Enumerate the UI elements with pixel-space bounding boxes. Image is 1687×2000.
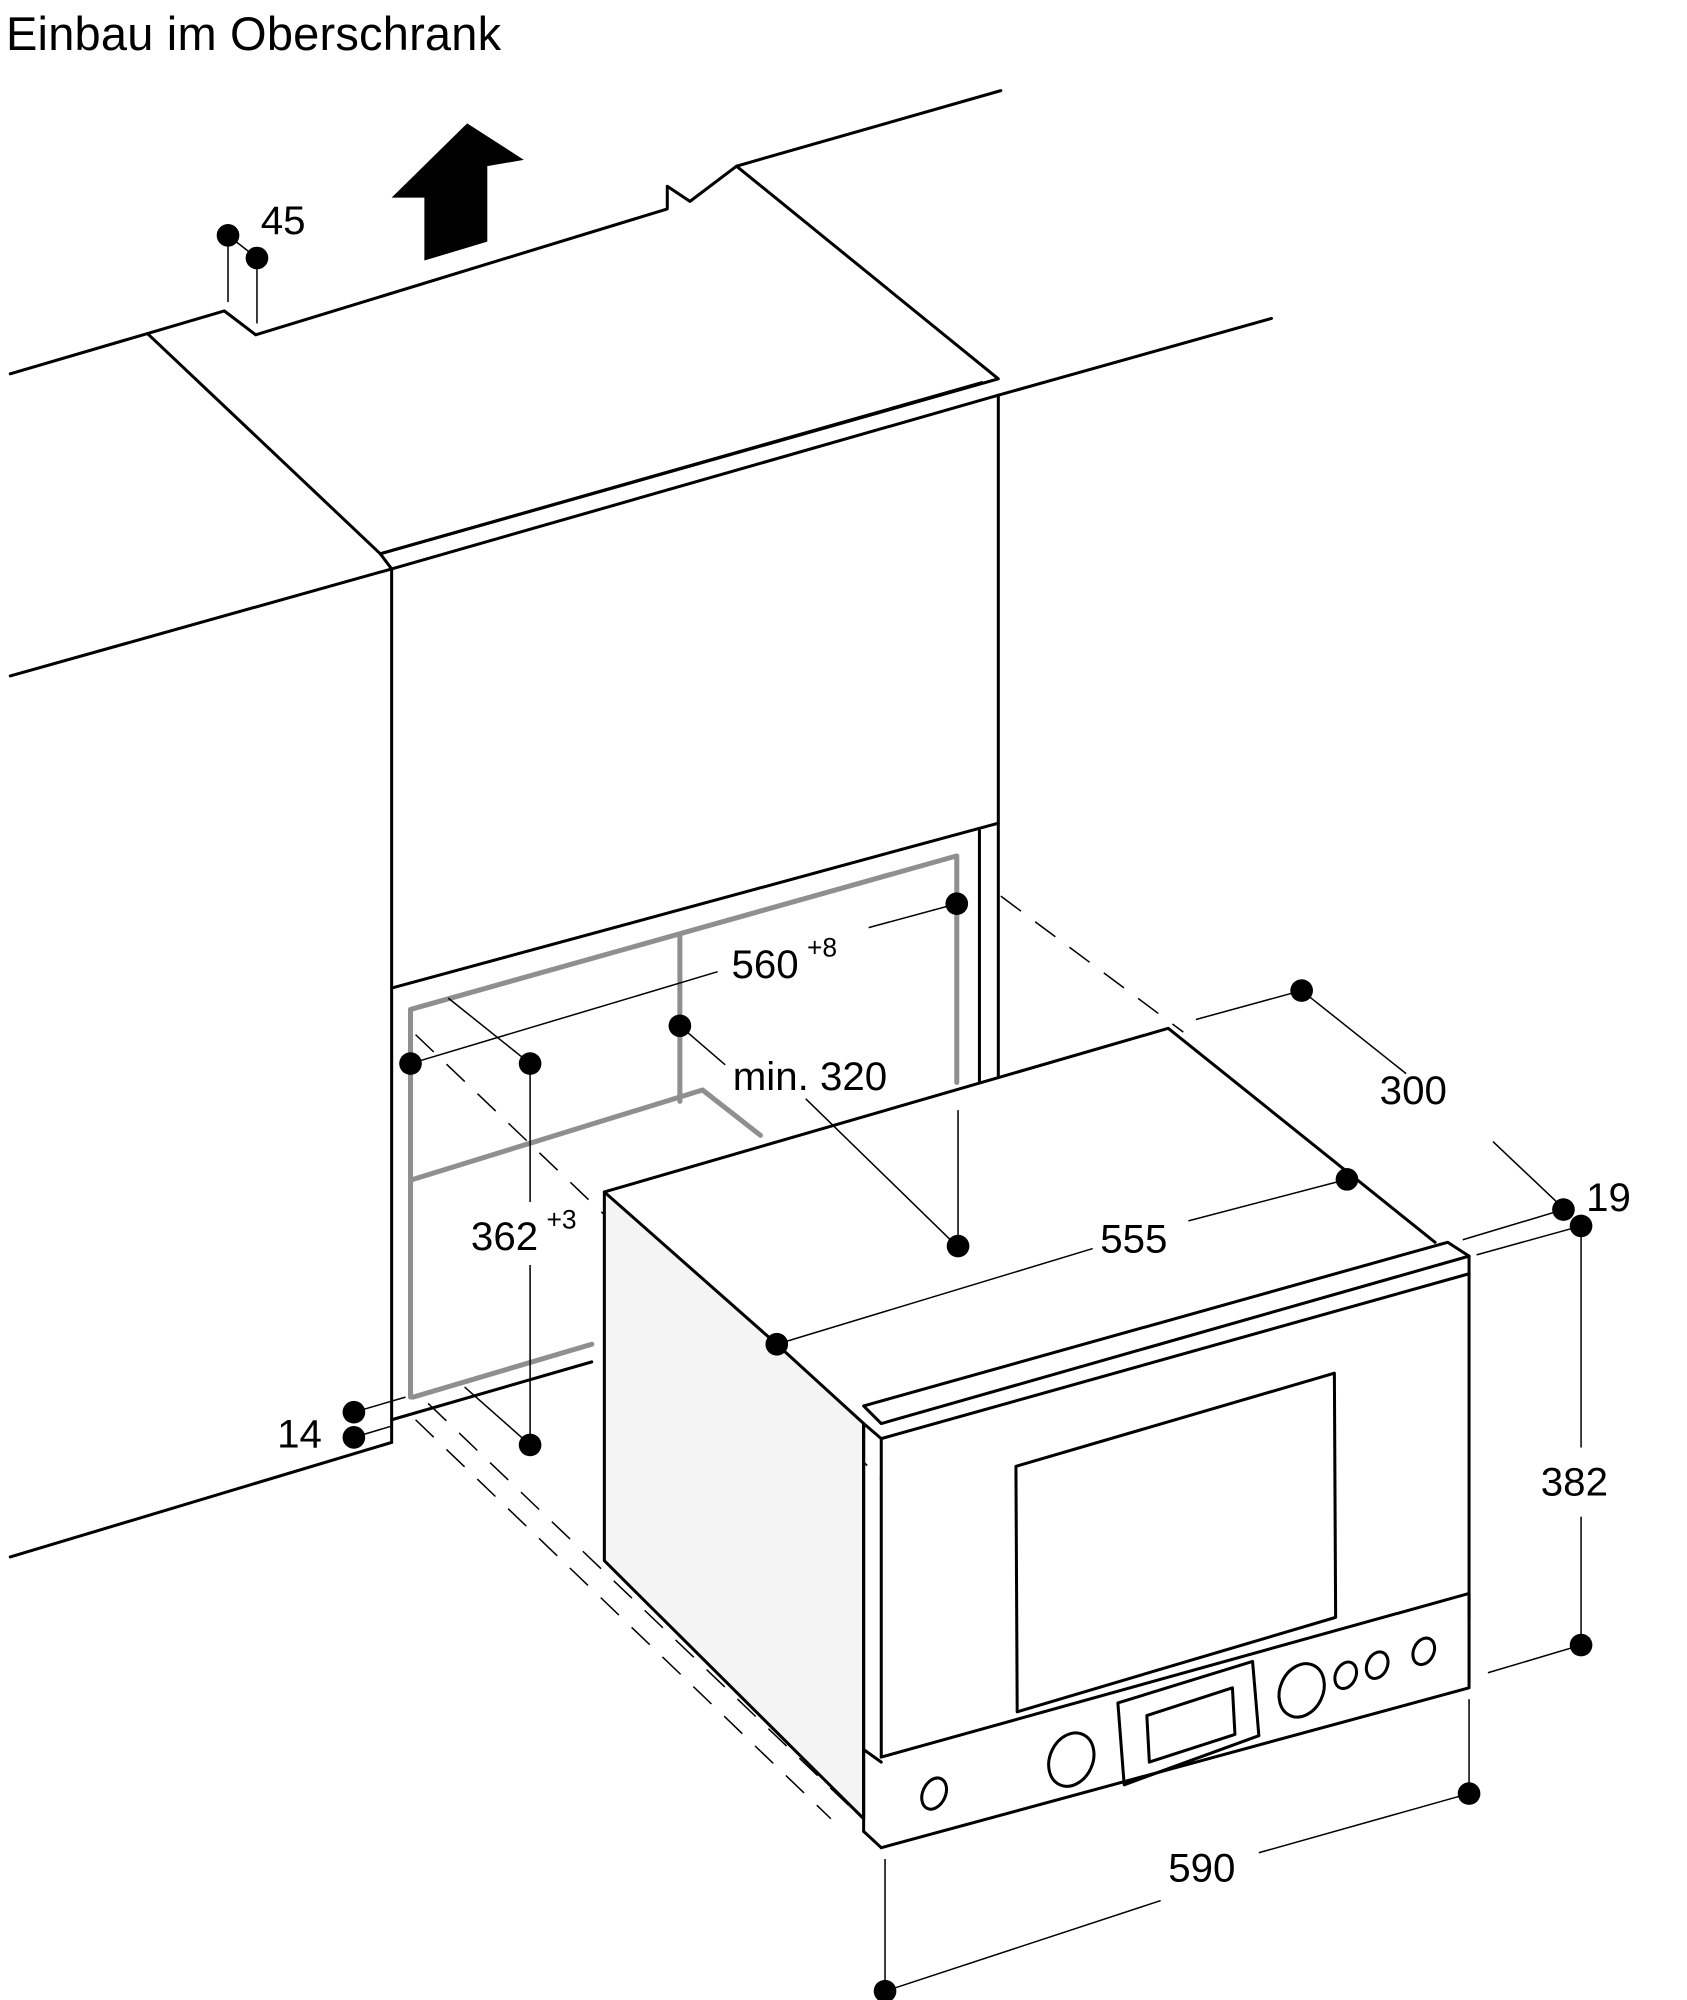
dim-line bbox=[1195, 989, 1302, 1021]
wall-line-right bbox=[996, 316, 1273, 397]
niche-bottom-edge bbox=[390, 1360, 594, 1422]
dimension-dot bbox=[1569, 1633, 1593, 1657]
dimension-dot bbox=[216, 224, 240, 247]
door-window bbox=[1014, 1371, 1338, 1714]
dimension-dot bbox=[518, 1433, 542, 1457]
dimension-dot bbox=[668, 1014, 692, 1038]
dim-label-382: 382 bbox=[1541, 1459, 1608, 1504]
wall-line-left bbox=[8, 567, 394, 678]
dim-line bbox=[1188, 1178, 1348, 1222]
projection-line bbox=[415, 1419, 832, 1820]
dim-line bbox=[1258, 1792, 1470, 1854]
floor-line-left bbox=[8, 1440, 394, 1559]
diagram-title: Einbau im Oberschrank bbox=[6, 7, 502, 60]
display-screen bbox=[1145, 1686, 1237, 1764]
dim-label-300: 300 bbox=[1380, 1068, 1447, 1113]
dimension-dot bbox=[245, 246, 269, 270]
dim-line bbox=[1487, 1644, 1582, 1674]
dim-label-560: 560 bbox=[731, 942, 798, 987]
cabinet-corner bbox=[378, 552, 394, 571]
dim-line bbox=[884, 1899, 1161, 1992]
upper-cabinet bbox=[8, 89, 1273, 1559]
dimension-dot bbox=[342, 1400, 366, 1424]
cabinet-top-back-edge bbox=[8, 89, 1003, 376]
dimension-dot bbox=[946, 1234, 970, 1258]
panel-button-icon bbox=[1411, 1636, 1437, 1667]
dim-label-362: 362 bbox=[471, 1214, 538, 1259]
airflow-up-arrow-icon bbox=[391, 123, 524, 261]
dimension-dot bbox=[945, 892, 969, 916]
dimension-lines bbox=[216, 224, 1593, 2000]
dim-label-min-320: min. 320 bbox=[733, 1054, 887, 1099]
dim-label-45: 45 bbox=[261, 198, 306, 243]
dim-line bbox=[1476, 1225, 1582, 1256]
panel-corner bbox=[862, 1748, 883, 1764]
dim-line bbox=[868, 902, 957, 929]
dim-label-19: 19 bbox=[1586, 1175, 1631, 1220]
dim-line bbox=[447, 997, 531, 1065]
niche-frame bbox=[408, 853, 960, 1400]
dim-tolerance-560: +8 bbox=[807, 933, 837, 963]
dim-line bbox=[1301, 989, 1407, 1075]
appliance bbox=[602, 1026, 1471, 1850]
dimension-labels: 45 560 +8 min. 320 362 +3 14 300 555 19 … bbox=[261, 198, 1631, 1891]
projection-line bbox=[1000, 895, 1184, 1033]
dim-line bbox=[410, 970, 718, 1065]
niche-top-edge bbox=[390, 821, 1000, 990]
frame-outline bbox=[408, 853, 960, 1400]
panel-button-icon bbox=[1333, 1660, 1359, 1691]
dim-line bbox=[464, 1386, 531, 1446]
frame-bottom bbox=[410, 1341, 595, 1400]
cabinet-top-inner-edge bbox=[378, 381, 984, 556]
dim-tolerance-362: +3 bbox=[546, 1204, 576, 1234]
dimension-dot bbox=[518, 1052, 542, 1075]
left-knob-icon bbox=[1047, 1731, 1096, 1788]
dim-line bbox=[1492, 1141, 1564, 1209]
panel-bottom-corner bbox=[862, 1829, 883, 1850]
door-top-edge bbox=[862, 1272, 1471, 1441]
dimension-dot bbox=[1290, 979, 1313, 1002]
frame-shelf bbox=[410, 1087, 763, 1182]
panel-button-icon bbox=[1364, 1650, 1390, 1680]
display-housing bbox=[1116, 1659, 1261, 1787]
dim-line bbox=[805, 1098, 958, 1247]
control-panel bbox=[879, 1591, 1471, 1850]
appliance-top bbox=[602, 1026, 1437, 1244]
dimension-dot bbox=[765, 1332, 789, 1356]
dimension-dot bbox=[399, 1052, 422, 1075]
dim-line bbox=[1462, 1208, 1564, 1241]
panel-button-icon bbox=[920, 1776, 949, 1811]
dimension-dot bbox=[1552, 1198, 1575, 1221]
dimension-dot bbox=[342, 1426, 366, 1449]
dim-label-590: 590 bbox=[1168, 1846, 1235, 1891]
projection-line bbox=[427, 1402, 857, 1814]
appliance-top-trim bbox=[862, 1240, 1471, 1426]
cabinet-front-top-edge bbox=[390, 393, 1000, 571]
right-knob-icon bbox=[1277, 1662, 1326, 1719]
dim-label-555: 555 bbox=[1100, 1216, 1167, 1261]
dimension-dot bbox=[873, 1979, 897, 2000]
dim-line bbox=[776, 1247, 1093, 1345]
dimension-dot bbox=[1335, 1168, 1359, 1191]
dimension-dot bbox=[1457, 1782, 1481, 1805]
dim-label-14: 14 bbox=[277, 1411, 322, 1456]
